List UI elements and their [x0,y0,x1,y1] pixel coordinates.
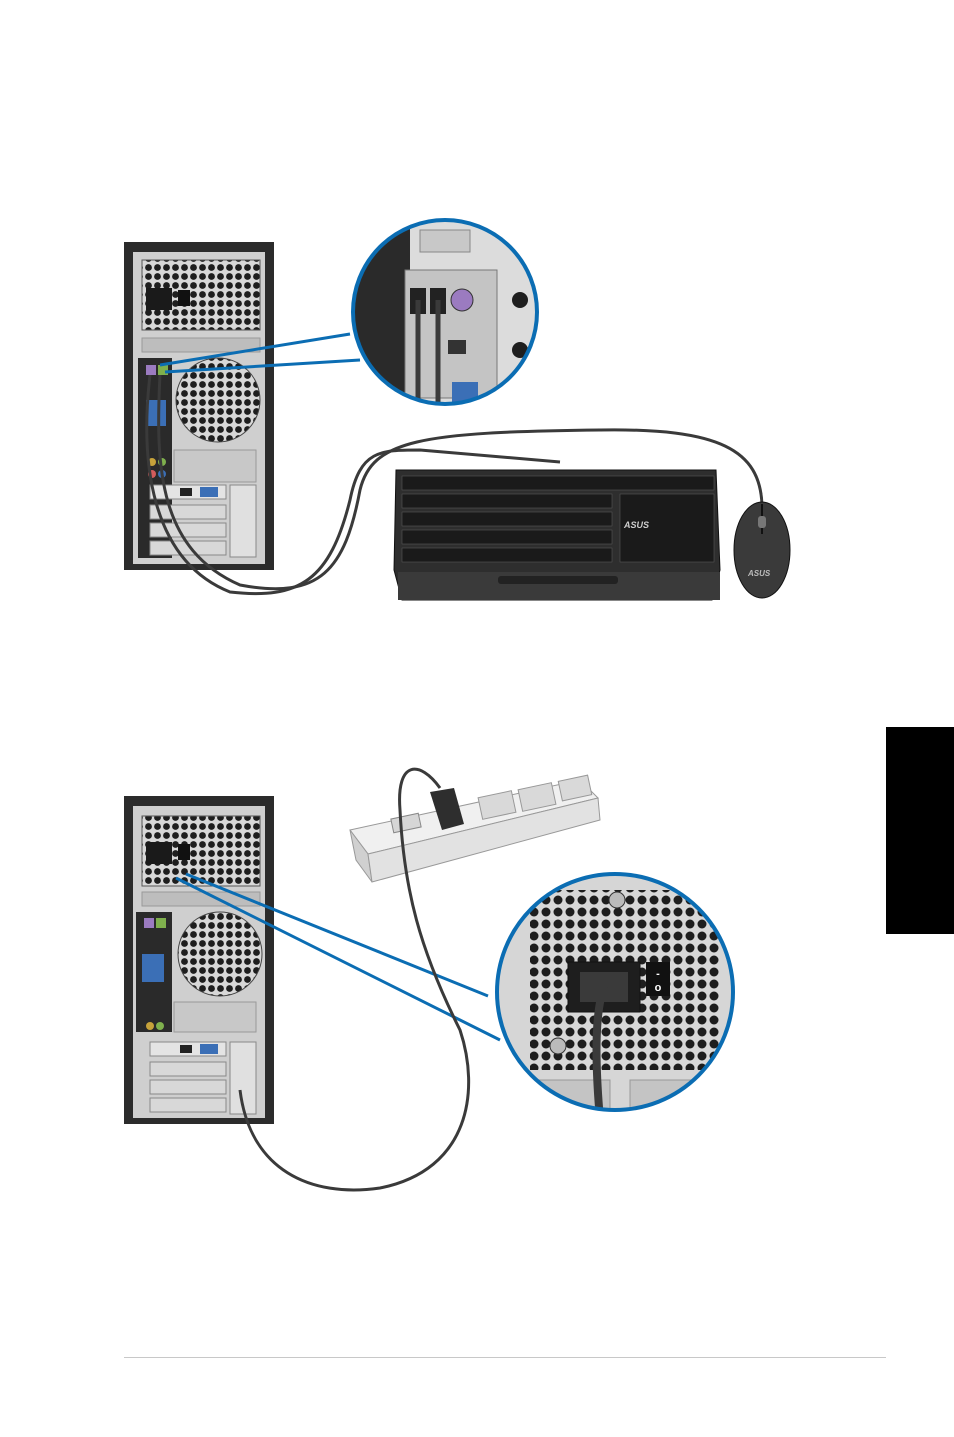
mouse-brand-logo: ASUS [747,569,771,578]
ps2-port-zoom [350,218,550,420]
pc-tower-rear [124,796,274,1124]
power-socket-zoom: - o [490,870,750,1120]
footer-divider [124,1357,886,1358]
io-panel [136,912,172,1032]
power-cord-illustration: - o [0,750,954,1210]
chapter-side-tab [886,727,954,934]
power-supply-unit [142,260,260,330]
case-fan [178,912,262,996]
power-strip [350,775,600,882]
mouse: ASUS [734,502,790,598]
power-supply-unit [142,816,260,886]
keyboard: ASUS [394,470,720,600]
keyboard-mouse-figure: ASUS ASUS [0,200,954,620]
keyboard-mouse-illustration: ASUS ASUS [0,200,954,620]
power-cord-figure: - o [0,750,954,1210]
switch-off-label: o [655,982,662,994]
keyboard-brand-logo: ASUS [623,520,649,530]
switch-on-label: - [656,968,660,980]
